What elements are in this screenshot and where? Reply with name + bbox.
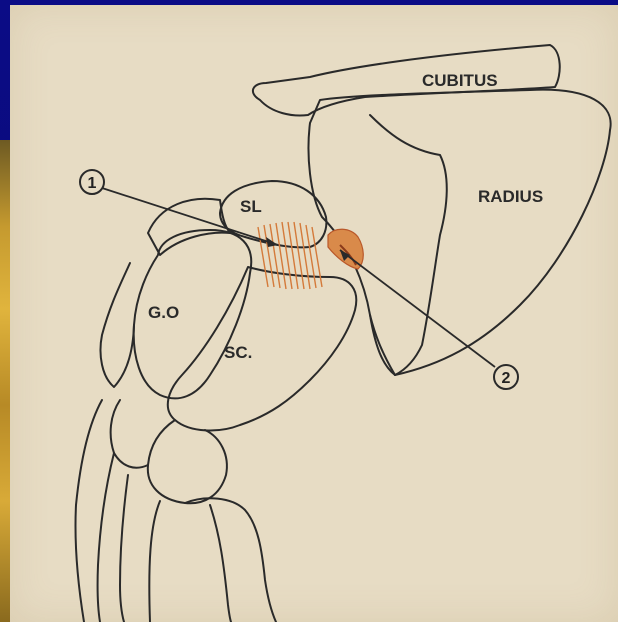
label-sc: SC. [224,343,252,362]
callout-1-number: 1 [88,175,97,192]
label-cubitus: CUBITUS [422,71,498,90]
triquetrum-bone-outline [101,263,135,387]
metacarpal-outline-4 [149,501,160,622]
label-sl: SL [240,197,262,216]
scapholunate-ligament-hatching [258,222,322,289]
lunate-bone-outline [220,181,326,247]
wrist-bones-diagram: 1 2 CUBITUS RADIUS SL G.O SC. [10,5,618,622]
cubitus-bone-outline [253,45,560,115]
callout-2-number: 2 [502,370,511,387]
anatomical-illustration: 1 2 CUBITUS RADIUS SL G.O SC. [10,5,618,622]
metacarpal-outline-2 [98,453,114,622]
label-radius: RADIUS [478,187,543,206]
radius-inner-contour [370,115,447,375]
trapezium-bone-outline [148,420,227,503]
metacarpal-outline-5 [185,498,276,622]
scaphoid-bone-outline [168,267,356,430]
metacarpal-outline-3 [120,475,128,622]
radius-lower-contour [370,315,395,375]
label-go: G.O [148,303,179,322]
metacarpal-outline-6 [210,505,231,622]
callout-2-leader [340,250,495,367]
trapezoid-bone-outline [111,400,148,468]
